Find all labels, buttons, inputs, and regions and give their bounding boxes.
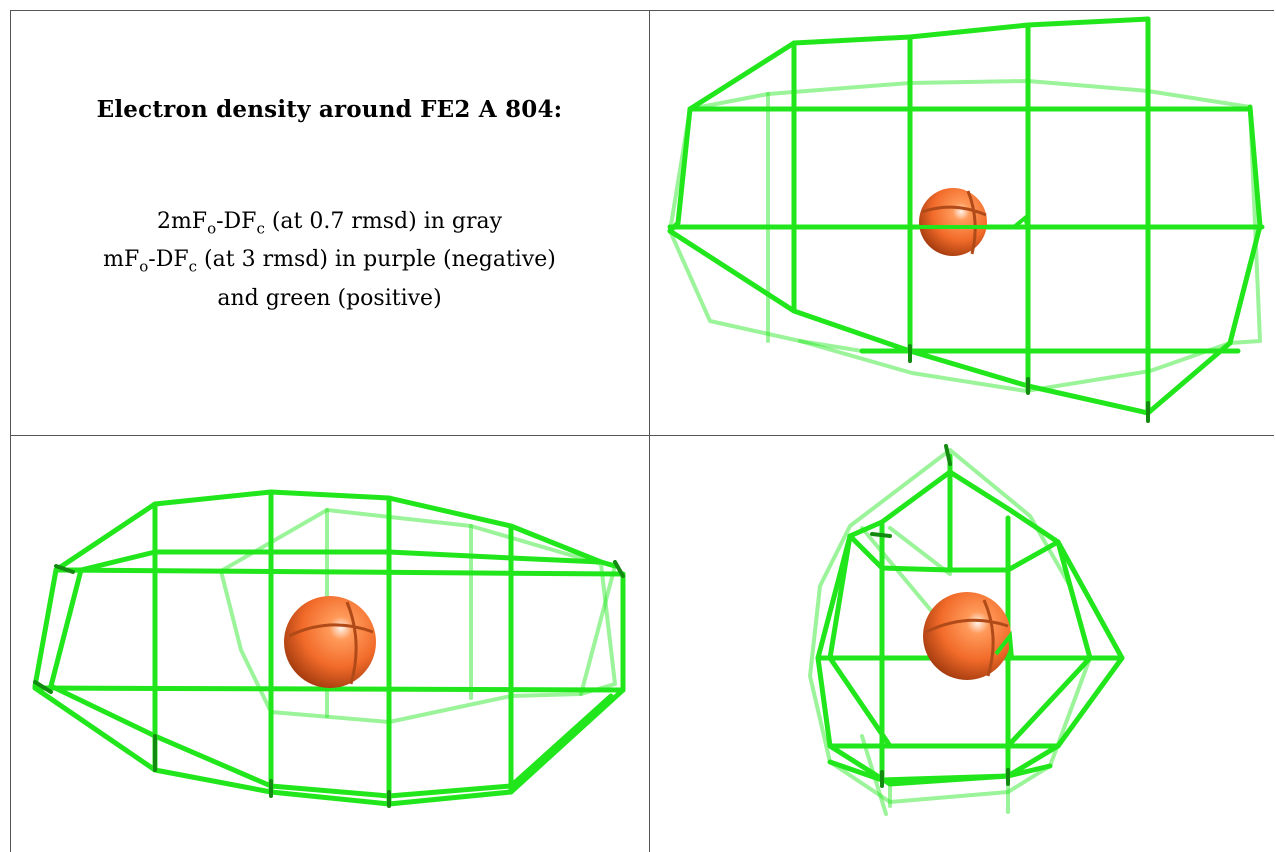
caption-cell: Electron density around FE2 A 804: 2mFo-… [10,10,649,435]
density-view-bottom-left [11,436,649,852]
iron-atom-2 [284,596,376,688]
figure-title: Electron density around FE2 A 804: [96,96,563,123]
legend-1-a: 2mF [156,209,208,234]
iron-atom-3 [923,592,1011,680]
legend-2-c: (at 3 rmsd) in purple (negative) [197,247,556,273]
legend-2-b: -DF [148,247,189,273]
grid-middle-divider [10,435,1274,436]
legend-1-c: (at 0.7 rmsd) in gray [264,209,503,234]
legend-2-sub-o: o [139,257,149,276]
mesh-view-1 [667,16,1265,423]
legend-1-sub-c: c [256,219,265,238]
density-view-top-right [650,11,1274,435]
legend-line-2fo-fc: 2mFo-DFc (at 0.7 rmsd) in gray [10,206,649,244]
density-view-bottom-right [650,436,1274,852]
mesh-view-2 [32,489,626,808]
mesh-view-3 [808,444,1125,816]
legend-2-a: mF [103,247,140,273]
legend-line-colors: and green (positive) [217,285,442,311]
figure-grid: Electron density around FE2 A 804: 2mFo-… [10,10,1274,852]
legend-1-b: -DF [216,209,257,234]
legend-2-sub-c: c [188,257,198,276]
grid-center-divider [649,10,650,852]
grid-left-border [10,10,11,852]
iron-atom-1 [919,188,987,256]
legend-1-sub-o: o [207,219,217,238]
legend-line-fo-fc: mFo-DFc (at 3 rmsd) in purple (negative) [10,244,649,282]
legend-text: 2mFo-DFc (at 0.7 rmsd) in gray mFo-DFc (… [10,206,649,315]
grid-top-border [10,10,1274,11]
